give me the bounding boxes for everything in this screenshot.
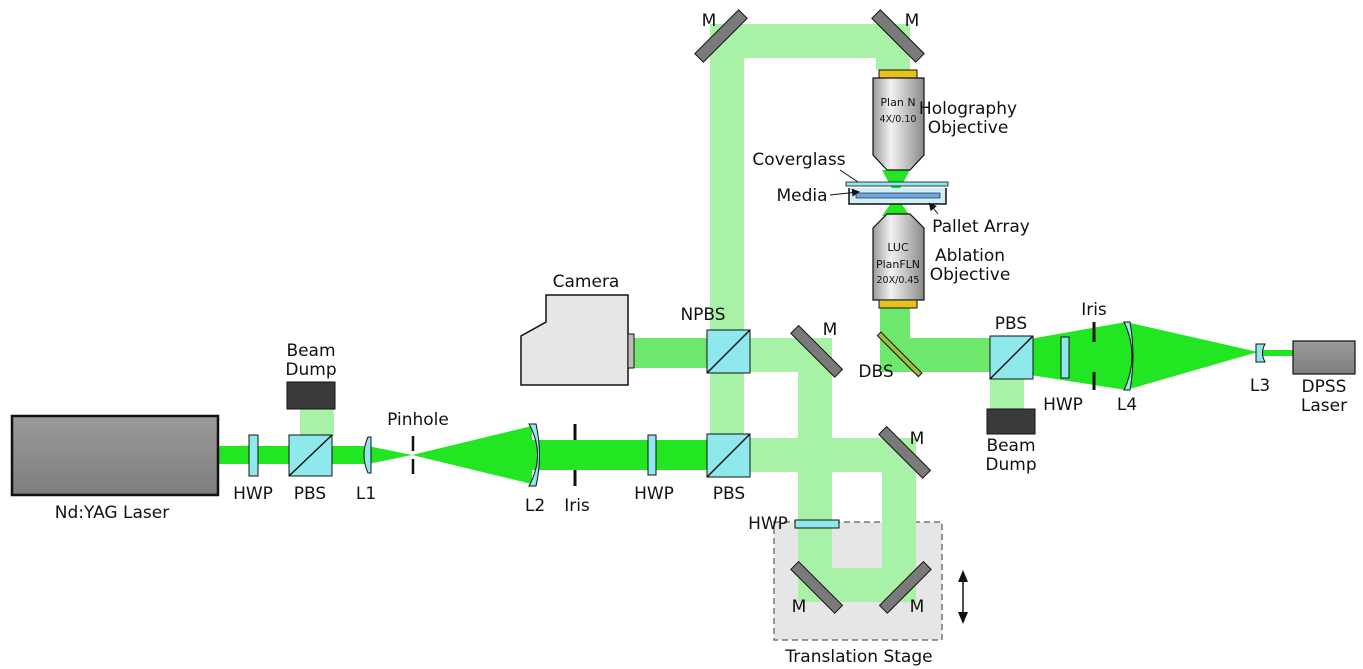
media-pointer [829, 188, 860, 197]
hwp-2-label: HWP [634, 484, 674, 504]
beam-dump-2[interactable] [986, 408, 1036, 435]
coverglass-pointer [839, 169, 859, 183]
hwp-1[interactable] [248, 434, 259, 477]
pbs-2-label: PBS [713, 484, 745, 504]
mirror-right-label: M [910, 429, 925, 449]
ablation-objective-text-1: LUC [887, 241, 909, 254]
lens-l2-label: L2 [525, 496, 545, 516]
ablation-objective-text-2: PlanFLN [876, 258, 920, 271]
nd-yag-laser[interactable] [10, 414, 220, 497]
dpss-laser-label-line2: Laser [1301, 396, 1347, 416]
sample-dish[interactable] [845, 181, 949, 205]
hwp-4-label: HWP [1043, 395, 1083, 415]
dbs[interactable] [876, 331, 923, 378]
mirror-stage-right-label: M [910, 597, 925, 617]
mirror-top-left-label: M [702, 11, 717, 31]
iris-1-label: Iris [564, 496, 590, 516]
mirror-npbs-label: M [823, 320, 838, 340]
beam-dump-1-label-line1: Beam [286, 341, 335, 361]
media-label: Media [776, 186, 827, 206]
hwp-1-label: HWP [233, 484, 273, 504]
lens-l2[interactable] [528, 423, 540, 487]
ablation-objective-label-line2: Objective [930, 265, 1011, 285]
mirror-npbs[interactable] [790, 324, 844, 378]
hwp-4[interactable] [1060, 336, 1070, 379]
ablation-objective[interactable] [872, 213, 925, 309]
ablation-objective-label-line1: Ablation [935, 246, 1005, 266]
mirror-right[interactable] [878, 425, 932, 479]
holography-objective-label-line1: Holography [919, 99, 1017, 119]
lens-l3[interactable] [1255, 343, 1266, 363]
lens-l3-label: L3 [1250, 376, 1270, 396]
pbs-3[interactable] [989, 335, 1034, 380]
beam-dump-2-label-line1: Beam [986, 436, 1035, 456]
npbs-label: NPBS [680, 305, 725, 325]
mirror-top-right[interactable] [871, 9, 925, 63]
pinhole-label: Pinhole [387, 410, 449, 430]
dbs-label: DBS [858, 362, 893, 382]
holography-objective[interactable] [872, 69, 925, 171]
mirror-stage-left[interactable] [790, 560, 844, 614]
coverglass-label: Coverglass [752, 150, 845, 170]
lens-l1[interactable] [363, 436, 372, 474]
pbs-1-label: PBS [294, 484, 326, 504]
ablation-objective-text-3: 20X/0.45 [877, 275, 920, 286]
pbs-2[interactable] [706, 433, 751, 478]
dpss-laser-label-line1: DPSS [1302, 377, 1347, 397]
pbs-1[interactable] [288, 434, 333, 477]
mirror-top-right-label: M [905, 11, 920, 31]
nd-yag-laser-label: Nd:YAG Laser [55, 503, 169, 523]
iris-2-label: Iris [1081, 300, 1107, 320]
beam-dump-1-label-line2: Dump [285, 360, 336, 380]
hwp-2[interactable] [647, 434, 657, 476]
camera-label: Camera [553, 272, 620, 292]
beam-dump-2-label-line2: Dump [985, 455, 1036, 475]
dpss-laser[interactable] [1292, 340, 1356, 375]
npbs[interactable] [706, 329, 751, 374]
translation-stage-arrow [958, 570, 968, 624]
main-beam-path [218, 170, 1294, 484]
lens-l4-label: L4 [1117, 395, 1137, 415]
lens-l1-label: L1 [356, 484, 376, 504]
beam-dump-1[interactable] [286, 381, 336, 410]
camera[interactable] [520, 294, 635, 386]
pallet-array-label: Pallet Array [932, 217, 1030, 237]
holography-objective-label-line2: Objective [928, 118, 1009, 138]
holography-objective-text-1: Plan N [880, 96, 915, 109]
mirror-stage-right[interactable] [878, 560, 932, 614]
pallet-array-pointer [928, 202, 939, 215]
mirror-stage-left-label: M [792, 597, 807, 617]
mirror-top-left[interactable] [694, 9, 748, 63]
hwp-3[interactable] [794, 519, 840, 529]
translation-stage-label: Translation Stage [784, 647, 932, 667]
holography-objective-text-2: 4X/0.10 [880, 114, 917, 125]
lens-l4[interactable] [1123, 321, 1134, 391]
pbs-3-label: PBS [995, 314, 1027, 334]
hwp-3-label: HWP [748, 514, 788, 534]
